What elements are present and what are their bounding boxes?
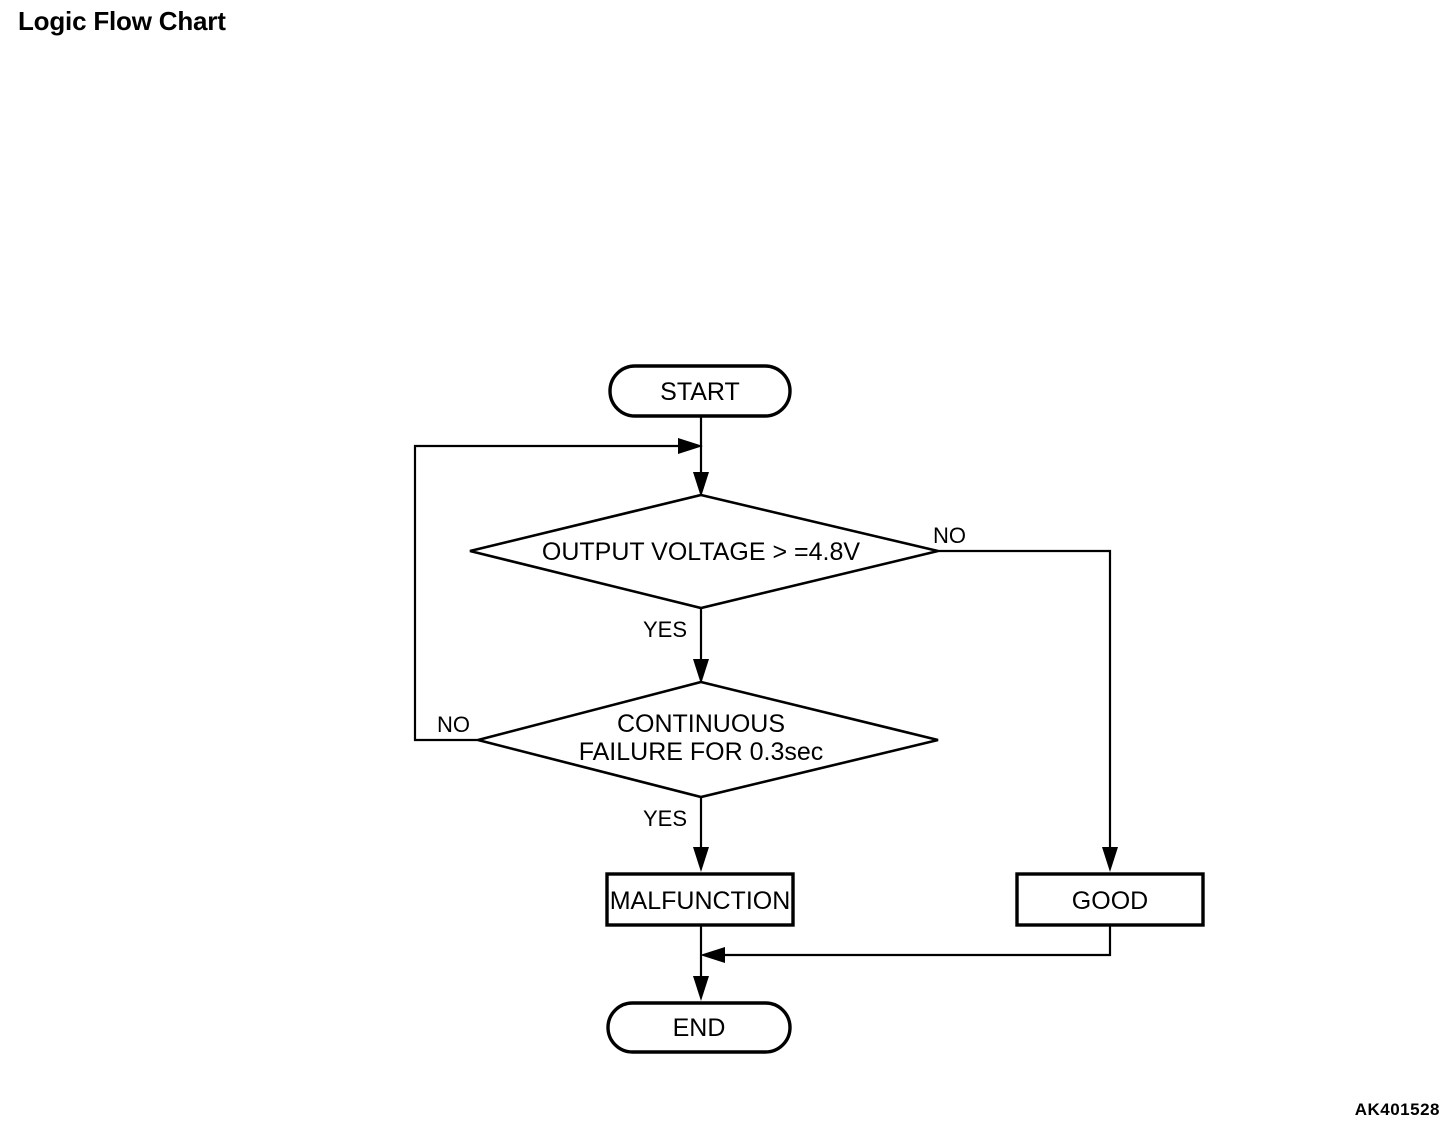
node-good: GOOD xyxy=(1015,872,1205,927)
edge-decision1-no-to-good xyxy=(938,549,1118,872)
node-malfunction-label: MALFUNCTION xyxy=(610,887,791,915)
node-end-label: END xyxy=(673,1014,726,1042)
node-decision-output-voltage-label: OUTPUT VOLTAGE > =4.8V xyxy=(542,538,860,566)
edge-decision1-yes-to-decision2 xyxy=(693,608,709,684)
branch-label-decision2-no: NO xyxy=(437,712,470,737)
branch-label-decision2-yes: YES xyxy=(643,806,687,831)
node-good-label: GOOD xyxy=(1072,887,1148,915)
figure-code: AK401528 xyxy=(1354,1100,1440,1119)
edge-decision2-no-loopback xyxy=(413,438,703,742)
node-decision-continuous-failure-label-line2: FAILURE FOR 0.3sec xyxy=(579,738,824,766)
node-start-label: START xyxy=(660,378,740,406)
node-start: START xyxy=(608,364,792,418)
branch-label-decision1-yes: YES xyxy=(643,617,687,642)
edge-good-to-end xyxy=(700,925,1112,963)
node-decision-output-voltage: OUTPUT VOLTAGE > =4.8V xyxy=(469,493,939,610)
edge-start-to-decision1 xyxy=(693,416,709,497)
page-title: Logic Flow Chart xyxy=(18,6,226,36)
node-decision-continuous-failure-label-line1: CONTINUOUS xyxy=(617,710,785,738)
node-decision-continuous-failure: CONTINUOUS FAILURE FOR 0.3sec xyxy=(477,680,939,799)
node-malfunction: MALFUNCTION xyxy=(605,872,795,927)
edge-decision2-yes-to-malfunction xyxy=(693,797,709,872)
edge-malfunction-to-end xyxy=(693,925,709,1001)
branch-label-decision1-no: NO xyxy=(933,523,966,548)
node-end: END xyxy=(606,1001,792,1054)
